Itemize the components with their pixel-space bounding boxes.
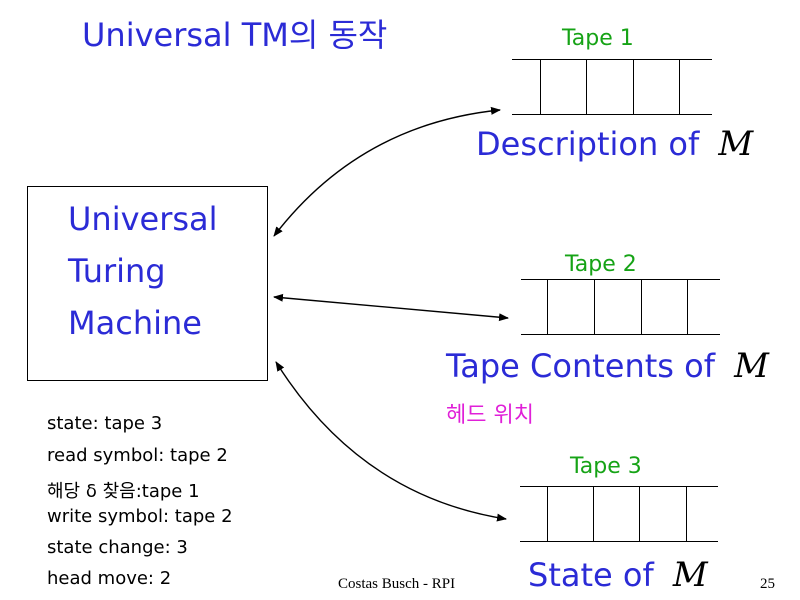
- slide-title: Universal TM의 동작: [82, 16, 388, 54]
- tape-2: [521, 279, 720, 335]
- tape-3-cell-divider: [639, 487, 640, 541]
- tape-2-cell-divider: [547, 280, 548, 334]
- universal-tm-box: [27, 186, 268, 381]
- utm-line-2: Turing: [68, 252, 166, 290]
- arrow-utm-to-tape-3: [275, 361, 507, 522]
- info-line-head-move: head move: 2: [47, 568, 172, 589]
- tape-3-machine-var: M: [672, 555, 708, 595]
- info-line-read-symbol: read symbol: tape 2: [47, 445, 228, 466]
- tape-1-caption-text: Description of: [476, 125, 700, 163]
- tape-1-cell-divider: [540, 60, 541, 114]
- tape-1-machine-var: M: [718, 124, 754, 164]
- tape-3: [520, 486, 718, 542]
- arrow-utm-to-tape-1: [273, 106, 501, 237]
- tape-3-cell-divider: [686, 487, 687, 541]
- tape-1-cell-divider: [633, 60, 634, 114]
- tape-2-machine-var: M: [734, 346, 769, 386]
- tape-1-caption: Description of M: [476, 124, 753, 164]
- tape-1-cell-divider: [679, 60, 680, 114]
- info-line-state-change: state change: 3: [47, 537, 188, 558]
- tape-3-caption-text: State of: [528, 556, 654, 594]
- tape-3-label: Tape 3: [570, 454, 642, 479]
- utm-line-3: Machine: [68, 304, 202, 342]
- tape-2-label: Tape 2: [565, 252, 637, 277]
- tape-3-cell-divider: [547, 487, 548, 541]
- info-line-state: state: tape 3: [47, 413, 163, 434]
- info-line-write-symbol: write symbol: tape 2: [47, 506, 233, 527]
- tape-2-cell-divider: [641, 280, 642, 334]
- info-line-find-delta: 해당 δ 찾음:tape 1: [47, 481, 200, 502]
- arrow-utm-to-tape-2: [273, 293, 509, 322]
- tape-2-cell-divider: [687, 280, 688, 334]
- tape-3-cell-divider: [593, 487, 594, 541]
- tape-2-cell-divider: [594, 280, 595, 334]
- tape-1-cell-divider: [586, 60, 587, 114]
- utm-line-1: Universal: [68, 200, 218, 238]
- tape-1-label: Tape 1: [562, 26, 634, 51]
- page-number: 25: [760, 576, 775, 592]
- tape-1: [512, 59, 712, 115]
- footer-credit: Costas Busch - RPI: [338, 576, 456, 592]
- tape-3-caption: State of M: [528, 555, 708, 595]
